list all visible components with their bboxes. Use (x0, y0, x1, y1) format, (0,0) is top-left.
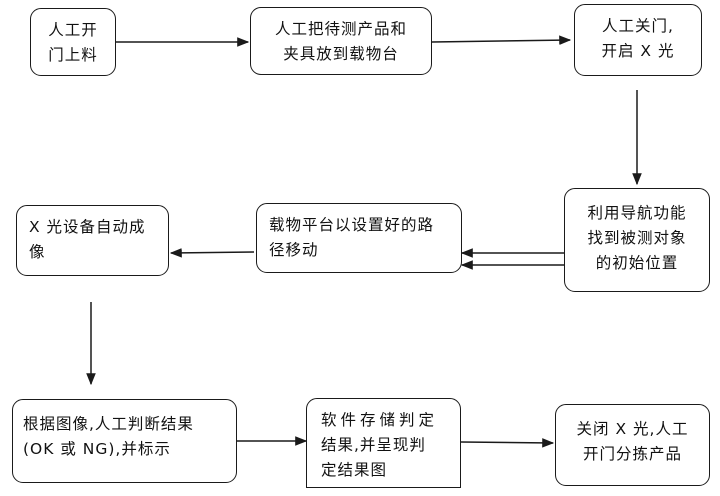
step-text-line: 人工把待测产品和 (274, 20, 407, 38)
arrow-s2-s3 (431, 35, 572, 45)
step-box-stage-moves-path: 载物平台以设置好的路 径移动 (256, 203, 462, 273)
step-box-close-door-xray-on: 人工关门, 开启 X 光 (574, 4, 702, 76)
step-text-line: 利用导航功能 (587, 204, 687, 222)
step-text-line: 定结果图 (321, 461, 388, 479)
step-text-line: 根据图像,人工判断结果 (23, 415, 194, 433)
step-box-navigate-to-origin: 利用导航功能 找到被测对象 的初始位置 (564, 188, 710, 292)
step-text-line: 软件存储判定 (321, 411, 439, 429)
step-box-xray-auto-imaging: X 光设备自动成 像 (16, 205, 169, 276)
step-text-line: 开启 X 光 (601, 42, 675, 60)
step-text-line: 人工关门, (602, 17, 674, 35)
step-text-line: X 光设备自动成 (29, 218, 146, 236)
step-box-software-store-result: 软件存储判定 结果,并呈现判 定结果图 (306, 398, 461, 488)
step-box-xray-off-sort: 关闭 X 光,人工 开门分拣产品 (555, 404, 710, 486)
step-text-line: 关闭 X 光,人工 (576, 420, 689, 438)
arrow-s5-s6 (169, 248, 255, 258)
step-box-manual-judgement: 根据图像,人工判断结果 (OK 或 NG),并标示 (12, 399, 237, 483)
step-box-place-product: 人工把待测产品和 夹具放到载物台 (250, 7, 432, 75)
step-text-line: 径移动 (269, 241, 319, 259)
step-text-line: 载物平台以设置好的路 (269, 216, 435, 234)
step-text-line: (OK 或 NG),并标示 (23, 440, 171, 458)
step-text-line: 门上料 (48, 46, 98, 64)
step-text-line: 像 (29, 243, 46, 261)
step-text-line: 人工开 (48, 21, 98, 39)
step-text-line: 结果,并呈现判 (321, 436, 426, 454)
step-box-manual-load: 人工开 门上料 (30, 8, 116, 76)
step-text-line: 夹具放到载物台 (283, 45, 399, 63)
step-text-line: 的初始位置 (595, 254, 679, 272)
step-text-line: 找到被测对象 (587, 229, 687, 247)
step-text-line: 开门分拣产品 (582, 445, 682, 463)
arrow-s8-s9 (460, 438, 555, 448)
